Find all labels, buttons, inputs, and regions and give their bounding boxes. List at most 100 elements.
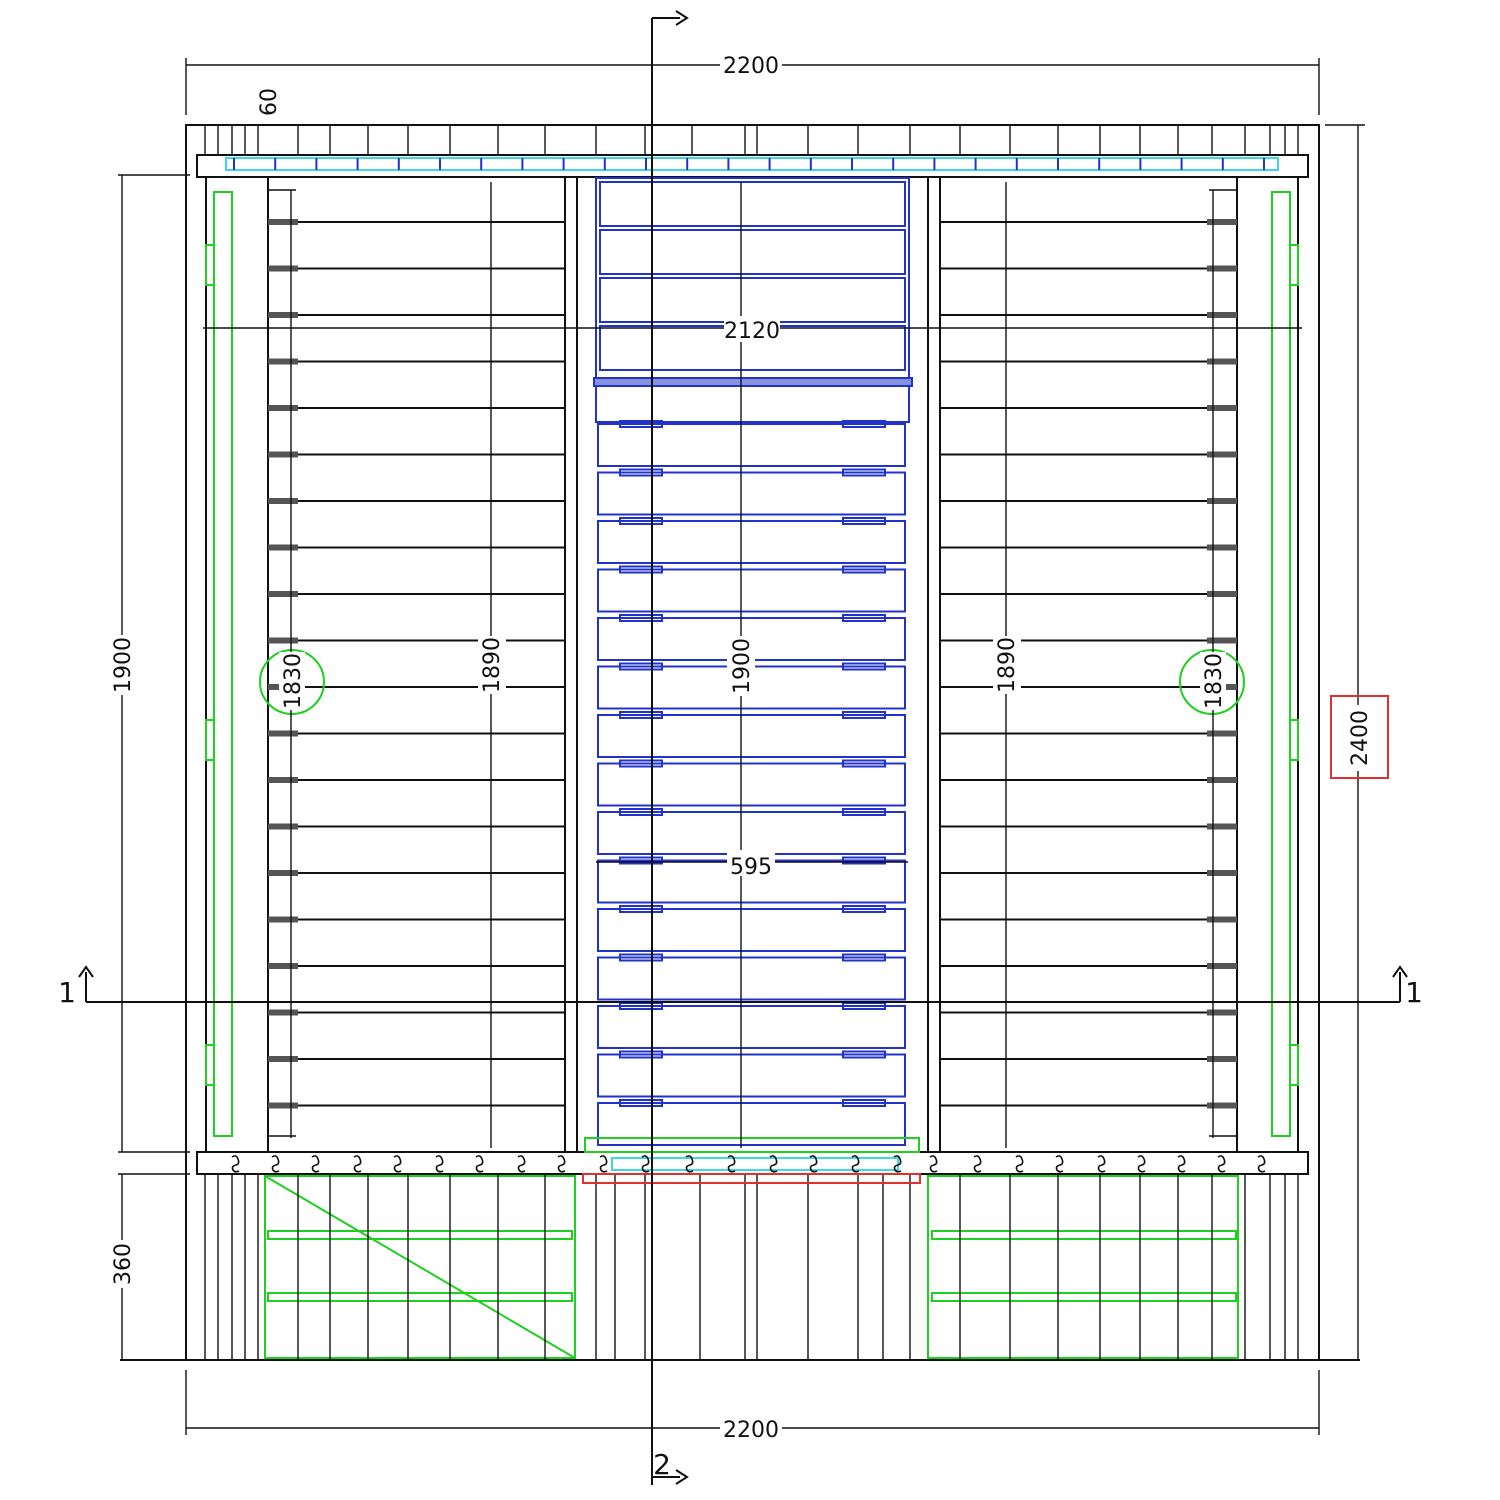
bench-slat-end-left: [268, 498, 298, 504]
bench-slat-end-right: [1207, 219, 1237, 225]
bench-slat-end-right: [1207, 591, 1237, 597]
centre-slat-peg-right: [842, 856, 886, 865]
centre-slat-peg-left: [619, 1050, 663, 1059]
bench-slat-end-left: [268, 1102, 298, 1109]
bench-slat-end-left: [268, 405, 298, 411]
base-planks: [204, 1174, 1299, 1360]
total-height-highlight: [1330, 695, 1389, 779]
centre-lower-slat: [597, 568, 906, 613]
top-beam-pegs: [233, 158, 1265, 170]
dim-slat-length-right: 1830: [1202, 653, 1227, 709]
bench-slat-end-right: [1207, 916, 1237, 923]
base-slat-right: [931, 1230, 1237, 1240]
bench-slat-end-left: [268, 219, 298, 225]
bench-slat-end-left: [268, 637, 298, 644]
bench-slat-end-right: [1207, 963, 1237, 969]
centre-lower-slat: [597, 714, 906, 758]
bottom-beam-peg: [271, 1155, 280, 1173]
section-2-top-arrow: [675, 10, 689, 26]
bottom-cyan-strip: [611, 1157, 899, 1171]
base-slat-left: [267, 1292, 573, 1302]
centre-slat-peg-left: [619, 1099, 663, 1107]
bottom-beam-peg: [851, 1155, 860, 1173]
bench-slat-end-right: [1207, 730, 1237, 737]
bottom-beam-peg: [1055, 1155, 1064, 1173]
dim-bench-length-left: 1890: [480, 637, 505, 693]
top-cyan-strip: [225, 157, 1279, 171]
dim-bench-length-right: 1890: [995, 637, 1020, 693]
left-base-box: [264, 1175, 576, 1359]
centre-lower-slat: [597, 471, 906, 516]
section-1-left-arrow: [78, 965, 94, 978]
dim-slat-length-left: 1830: [281, 653, 306, 709]
centre-slat-peg-left: [619, 614, 663, 622]
bench-slat-end-left: [268, 358, 298, 365]
left-backrest-clip-3: [205, 1044, 215, 1086]
bench-slat-end-right: [1207, 1056, 1237, 1062]
centre-lower-slat: [597, 520, 906, 564]
centre-slat-peg-right: [842, 1050, 886, 1059]
cyan-strips: [225, 157, 1279, 1171]
centre-upper-frame: [595, 177, 910, 423]
bottom-beam-peg: [1097, 1155, 1106, 1173]
centre-slat-peg-right: [842, 759, 886, 768]
left-detail-circle: [259, 649, 325, 715]
bench-slat-end-left: [268, 870, 298, 876]
bottom-beam-peg: [517, 1155, 526, 1173]
centre-lower-slat: [597, 423, 906, 467]
bench-slats: [268, 219, 1237, 1109]
wall-planks: [204, 125, 1299, 155]
centre-slat-peg-left: [619, 420, 663, 428]
centre-slat-peg-right: [842, 905, 886, 913]
bottom-beam-peg: [809, 1155, 818, 1173]
centre-slat-peg-left: [619, 953, 663, 962]
centre-slat-peg-right: [842, 808, 886, 816]
bottom-beam-peg: [353, 1155, 362, 1173]
bottom-beam-peg: [1177, 1155, 1186, 1173]
dim-centre-width: 595: [730, 855, 772, 880]
centre-slat-peg-right: [842, 662, 886, 671]
dim-bottom-width: 2200: [723, 1418, 779, 1443]
centre-slat-peg-right: [842, 953, 886, 962]
bottom-beam-peg: [893, 1155, 902, 1173]
bench-slat-end-right: [1207, 451, 1237, 458]
right-backrest-clip-2: [1289, 719, 1299, 761]
bench-slat-end-right: [1207, 777, 1237, 783]
bench-slat-end-right: [1207, 358, 1237, 365]
red-door-sill: [582, 1173, 921, 1184]
bottom-beam-peg: [435, 1155, 444, 1173]
bottom-beam-peg: [599, 1155, 608, 1173]
base-slat-right: [931, 1292, 1237, 1302]
right-detail-circle: [1179, 649, 1245, 715]
base-green-slats: [264, 1175, 1237, 1359]
section-1-right-label: 1: [1405, 976, 1423, 1009]
bench-slat-end-left: [268, 1009, 298, 1016]
bottom-beam-peg: [1137, 1155, 1146, 1173]
centre-lower-slat: [597, 1005, 906, 1049]
section-1-left-label: 1: [58, 976, 76, 1009]
centre-threshold: [584, 1137, 920, 1153]
bench-slat-end-left: [268, 963, 298, 969]
left-backrest-clip-1: [205, 244, 215, 286]
centre-slat-peg-left: [619, 759, 663, 768]
dim-centre-length: 1900: [730, 638, 755, 694]
bench-slat-end-right: [1207, 265, 1237, 272]
bench-slat-end-left: [268, 265, 298, 272]
bench-slat-end-right: [1207, 312, 1237, 318]
bottom-beam-pegs: [231, 1155, 1266, 1173]
bench-slat-end-left: [268, 451, 298, 458]
bottom-beam-peg: [475, 1155, 484, 1173]
centre-upper-slat: [599, 277, 906, 323]
centre-slat-peg-right: [842, 517, 886, 525]
centre-slat-peg-right: [842, 565, 886, 574]
bottom-beam-peg: [1015, 1155, 1024, 1173]
bench-slat-end-left: [268, 916, 298, 923]
centre-duckboard: [593, 177, 913, 1146]
centre-slat-peg-left: [619, 711, 663, 719]
bottom-beam-peg: [769, 1155, 778, 1173]
section-cuts: [78, 10, 1408, 1485]
bottom-beam-peg: [973, 1155, 982, 1173]
centre-slat-peg-left: [619, 856, 663, 865]
bottom-beam-peg: [393, 1155, 402, 1173]
centre-slat-peg-left: [619, 468, 663, 477]
